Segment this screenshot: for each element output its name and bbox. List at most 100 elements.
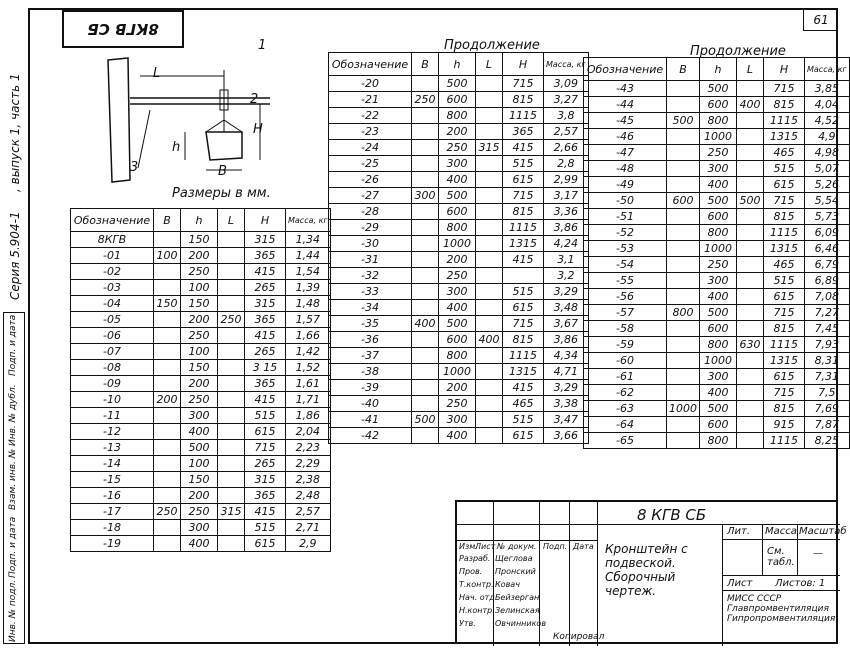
scale-label: Масштаб <box>799 526 847 537</box>
table-cell: 365 <box>244 247 286 264</box>
table-cell: 3,29 <box>543 283 589 300</box>
table-cell <box>666 144 700 161</box>
role-label: Пров. <box>459 567 483 576</box>
table-cell: 100 <box>180 343 218 360</box>
table-cell: 715 <box>763 192 805 209</box>
table-cell <box>153 343 181 360</box>
table-cell <box>736 256 764 273</box>
table-cell: 515 <box>502 411 544 428</box>
table-cell: 6,89 <box>804 272 850 289</box>
table-cell: 2,66 <box>543 139 589 156</box>
table-cell <box>153 327 181 344</box>
table-cell: 615 <box>502 427 544 444</box>
table-cell: -24 <box>328 139 412 156</box>
table-cell: 2,23 <box>285 439 331 456</box>
table-cell: 4,24 <box>543 235 589 252</box>
table-cell: 800 <box>699 336 737 353</box>
table-cell: 1000 <box>438 363 476 380</box>
table-cell <box>666 384 700 401</box>
table-cell: -07 <box>70 343 154 360</box>
table-cell: -28 <box>328 203 412 220</box>
table-cell: 515 <box>502 283 544 300</box>
table-cell: 300 <box>699 368 737 385</box>
table-cell: 100 <box>180 279 218 296</box>
table-cell: 2,8 <box>543 155 589 172</box>
table-cell: 1315 <box>502 235 544 252</box>
table-cell: 2,57 <box>543 123 589 140</box>
person-name: Щеглова <box>495 554 533 563</box>
table-cell: 5,73 <box>804 208 850 225</box>
table-cell: 2,9 <box>285 535 331 552</box>
column-header: Масса, кг <box>285 208 331 232</box>
table-cell: -56 <box>583 288 667 305</box>
table-cell: 3,85 <box>804 80 850 97</box>
table-cell <box>666 160 700 177</box>
table-cell: 8,31 <box>804 352 850 369</box>
table-cell <box>217 391 245 408</box>
table-cell: 1,86 <box>285 407 331 424</box>
table-cell: -12 <box>70 423 154 440</box>
table-cell <box>411 235 439 252</box>
table-cell: 500 <box>438 315 476 332</box>
table-cell: 2,57 <box>285 503 331 520</box>
table-cell: 415 <box>502 139 544 156</box>
table-cell <box>411 299 439 316</box>
column-header: B <box>411 52 439 76</box>
table-cell: 200 <box>180 487 218 504</box>
column-header: Обозначение <box>583 57 667 81</box>
table-cell <box>217 359 245 376</box>
table-cell: 400 <box>475 331 503 348</box>
table-cell: 265 <box>244 279 286 296</box>
callout-2: 2 <box>250 92 259 107</box>
table-cell <box>217 487 245 504</box>
table-cell: 815 <box>502 203 544 220</box>
table-cell <box>736 320 764 337</box>
table-cell <box>475 107 503 124</box>
table-cell: 1115 <box>763 224 805 241</box>
table-cell: 500 <box>699 192 737 209</box>
table-cell <box>666 432 700 449</box>
table-cell: -10 <box>70 391 154 408</box>
table-cell: 8,25 <box>804 432 850 449</box>
dimensions-note: Размеры в мм. <box>172 186 271 201</box>
table-cell: 415 <box>244 327 286 344</box>
table-cell <box>736 208 764 225</box>
table-cell: 4,98 <box>804 144 850 161</box>
table-cell: 300 <box>699 272 737 289</box>
table-cell <box>411 427 439 444</box>
table-cell: 600 <box>699 96 737 113</box>
table-cell <box>217 423 245 440</box>
table-cell <box>475 187 503 204</box>
table-cell: -51 <box>583 208 667 225</box>
table-cell: 600 <box>438 331 476 348</box>
table-cell <box>475 347 503 364</box>
table-cell <box>475 267 503 284</box>
mass-value: См. табл. <box>767 546 795 568</box>
table-cell: 3,2 <box>543 267 589 284</box>
table-cell: 5,54 <box>804 192 850 209</box>
table-cell: 800 <box>438 219 476 236</box>
table-cell: -45 <box>583 112 667 129</box>
table-cell: 1315 <box>763 352 805 369</box>
table-cell <box>153 279 181 296</box>
table-cell: 500 <box>411 411 439 428</box>
table-cell: 300 <box>180 519 218 536</box>
continuation-label-1: Продолжение <box>444 38 540 53</box>
table-cell: -63 <box>583 400 667 417</box>
table-cell <box>666 240 700 257</box>
table-cell <box>736 304 764 321</box>
table-cell: 3,1 <box>543 251 589 268</box>
table-cell: 800 <box>699 224 737 241</box>
table-cell: 3,36 <box>543 203 589 220</box>
table-cell: 715 <box>502 315 544 332</box>
table-cell: -62 <box>583 384 667 401</box>
table-cell <box>217 455 245 472</box>
